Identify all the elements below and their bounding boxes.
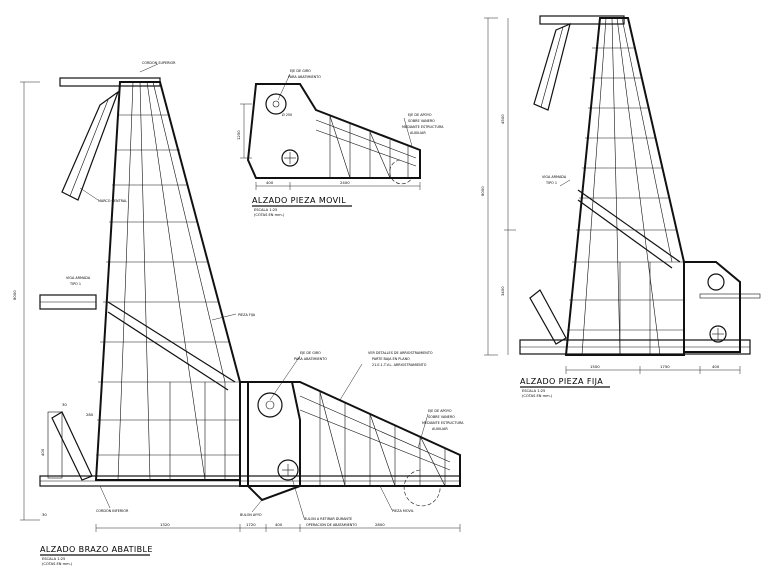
movil-units: (COTAS EN mm.): [254, 213, 285, 217]
fija-top-chord: [539, 15, 625, 25]
movil-label-radius: Ø 250: [282, 112, 292, 117]
brazo-label-cordon-superior: CORDON SUPERIOR: [142, 61, 176, 65]
brazo-dim-s3: 30: [62, 402, 67, 407]
brazo-dim-d1: 1320: [160, 522, 170, 527]
fija-units: (COTAS EN mm.): [522, 394, 553, 398]
fija-dim-upper: 4500: [500, 114, 505, 124]
brazo-dim-s4: 30: [42, 512, 47, 517]
brazo-dim-d2: 1720: [246, 522, 256, 527]
fija-label-viga-tipo: TIPO 1: [545, 181, 557, 185]
fija-upper-circle: [707, 273, 725, 291]
fija-dim-w3: 400: [712, 364, 720, 369]
movil-label-eje-apoyo-2: SOBRE VANERO: [408, 119, 435, 123]
fija-tower-outline: [564, 17, 685, 356]
brazo-dim-height: 8000: [12, 290, 17, 300]
movil-dim-height: 1250: [236, 130, 241, 140]
movil-label-eje-giro-sub: PARA ABATIMIENTO: [288, 75, 321, 79]
brazo-dim-s2: 400: [40, 448, 45, 456]
brazo-label-eje-apoyo-4: AUXILIAR: [432, 427, 448, 431]
fija-dim-w1: 1500: [590, 364, 600, 369]
movil-pin-circle: [281, 149, 299, 167]
brazo-hinge-plate: [247, 381, 301, 502]
brazo-label-eje-apoyo: EJE DE APOYO: [428, 409, 452, 413]
movil-scale: ESCALA 1:25: [254, 208, 277, 212]
brazo-label-viga-armada: VIGA ARMADA: [66, 276, 91, 280]
brazo-movable-piece: [239, 381, 461, 487]
brazo-dim-d4: 2800: [375, 522, 385, 527]
fija-top-strut: [533, 22, 571, 111]
movil-pivot-circle: [265, 93, 287, 115]
brazo-label-eje-apoyo-3: MEDIANTE ESTRUCTURA: [422, 421, 464, 425]
brazo-pin-circle: [277, 459, 299, 481]
movil-dim-w1: 400: [266, 180, 274, 185]
fija-title: ALZADO PIEZA FIJA: [520, 377, 603, 386]
movil-label-eje-apoyo-4: AUXILIAR: [410, 131, 426, 135]
fija-lower-circle: [709, 325, 727, 343]
brazo-label-cordon-inferior: CORDON INFERIOR: [96, 509, 129, 513]
brazo-label-bulon-retirar-1: BULON A RETIRAR DURANTE: [304, 517, 352, 521]
brazo-label-eje-giro: EJE DE GIRO: [300, 351, 321, 355]
brazo-dashed-arc: [403, 469, 441, 507]
brazo-pivot-circle: [257, 392, 283, 418]
brazo-lower-strut: [51, 411, 93, 481]
movil-label-eje-apoyo: EJE DE APOYO: [408, 113, 432, 117]
movil-label-eje-giro: EJE DE GIRO: [290, 69, 311, 73]
fija-hinge-plate: [683, 261, 741, 353]
brazo-label-pieza-fija: PIEZA FIJA: [238, 313, 256, 317]
brazo-dim-s1: 280: [86, 412, 94, 417]
fija-dim-w2: 1750: [660, 364, 670, 369]
brazo-label-eje-apoyo-2: SOBRE VANERO: [428, 415, 455, 419]
fija-lower-strut: [529, 289, 567, 345]
brazo-label-detalles-3: 21.E.1.T.V.L. ARRIOSTRAMIENTO: [372, 363, 427, 367]
brazo-label-marco-central: MARCO CENTRAL: [98, 199, 127, 203]
fija-scale: ESCALA 1:25: [522, 389, 545, 393]
brazo-scale: ESCALA 1:25: [42, 557, 65, 561]
brazo-units: (COTAS EN mm.): [42, 562, 73, 566]
brazo-label-pieza-movil: PIEZA MOVIL: [392, 509, 414, 513]
brazo-label-detalles-1: VER DETALLES DE ARRIOSTRAMIENTO: [368, 351, 433, 355]
brazo-top-strut: [61, 90, 120, 201]
brazo-top-chord: [59, 77, 161, 87]
brazo-abatible-elevation: 8000 1320 1720 400 2800 280 400 30 30 CO…: [12, 61, 464, 566]
brazo-title: ALZADO BRAZO ABATIBLE: [40, 545, 153, 554]
movil-dim-w2: 2400: [340, 180, 350, 185]
fija-label-viga-armada: VIGA ARMADA: [542, 175, 567, 179]
movil-label-eje-apoyo-3: MEDIANTE ESTRUCTURA: [402, 125, 444, 129]
pieza-movil-elevation: EJE DE GIRO PARA ABATIMIENTO Ø 250 EJE D…: [236, 69, 444, 217]
brazo-label-detalles-2: PARTE BAJA EN PLANO: [372, 357, 410, 361]
movil-title: ALZADO PIEZA MOVIL: [252, 196, 346, 205]
brazo-dim-d3: 400: [275, 522, 283, 527]
brazo-label-eje-giro-sub: PARA ABATIMIENTO: [294, 357, 327, 361]
fija-dim-total: 8000: [480, 186, 485, 196]
brazo-label-bulon-retirar-2: OPERACION DE ABATAMIENTO: [306, 523, 357, 527]
pieza-fija-elevation: VIGA ARMADA TIPO 1 8000 4500 3400 1500 1…: [480, 15, 761, 398]
movil-outline: [246, 83, 421, 179]
brazo-label-bulon-ayyo: BULON AYYO: [240, 513, 262, 517]
brazo-label-viga-tipo: TIPO 1: [69, 282, 81, 286]
fija-dim-lower: 3400: [500, 286, 505, 296]
